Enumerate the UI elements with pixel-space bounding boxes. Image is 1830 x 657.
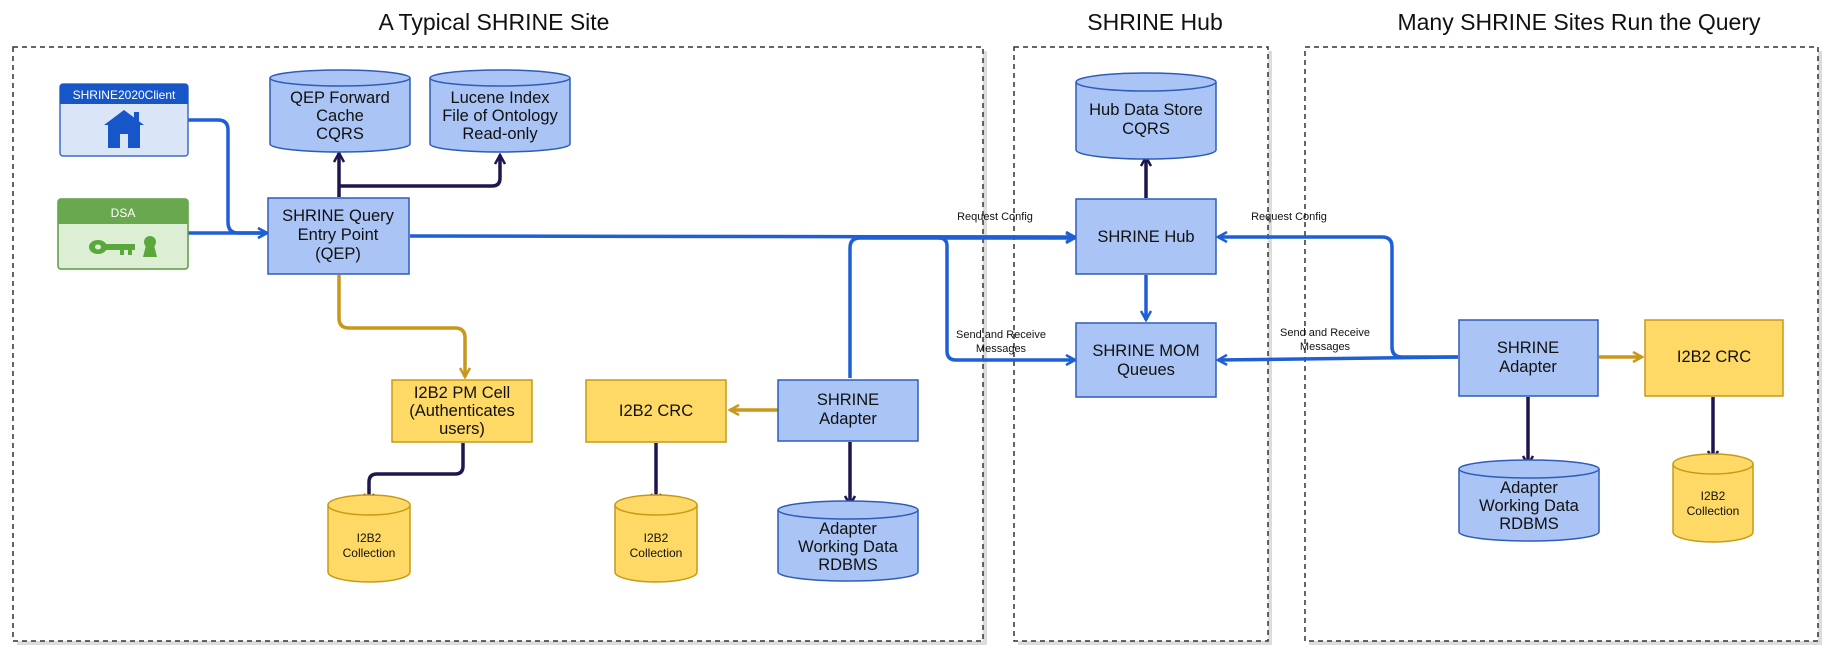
site-collection-1-db[interactable]: I2B2 Collection — [327, 494, 411, 583]
edge-qep-to-lucene — [339, 155, 500, 188]
shrine-hub-label: SHRINE Hub — [1097, 228, 1194, 246]
lucene-index-db[interactable]: Lucene Index File of Ontology Read-only — [429, 69, 571, 153]
site-adapter-db[interactable]: Adapter Working Data RDBMS — [777, 500, 919, 582]
remote-adapter-db-line-2: Working Data — [1479, 497, 1579, 515]
lucene-line-2: File of Ontology — [442, 107, 558, 125]
edge-remote-adapter-to-mom — [1218, 357, 1459, 360]
pm-cell-line-2: (Authenticates — [409, 402, 514, 420]
key-icon — [89, 236, 157, 257]
shrine-hub-node[interactable]: SHRINE Hub — [1075, 198, 1217, 275]
section-title-hub: SHRINE Hub — [1087, 9, 1222, 35]
site-crc-node[interactable]: I2B2 CRC — [585, 379, 727, 443]
site-collection-1-line-2: Collection — [343, 546, 396, 560]
site-collection-2-line-2: Collection — [630, 546, 683, 560]
edge-pm-cell-to-collection — [369, 443, 465, 503]
qep-cache-line-1: QEP Forward — [290, 89, 390, 107]
label-send-receive-left-2: Messages — [976, 343, 1027, 355]
label-send-receive-left-1: Send and Receive — [956, 329, 1046, 341]
pm-cell-line-3: users) — [439, 420, 485, 438]
site-adapter-db-line-2: Working Data — [798, 538, 898, 556]
remote-adapter-db[interactable]: Adapter Working Data RDBMS — [1458, 459, 1600, 542]
section-title-many-sites: Many SHRINE Sites Run the Query — [1397, 9, 1761, 35]
house-icon — [104, 110, 144, 148]
remote-crc-node[interactable]: I2B2 CRC — [1644, 319, 1784, 397]
site-collection-2-line-1: I2B2 — [644, 531, 669, 545]
remote-adapter-db-line-1: Adapter — [1500, 479, 1558, 497]
remote-adapter-node[interactable]: SHRINE Adapter — [1458, 319, 1599, 397]
edge-qep-to-pm-cell — [337, 275, 465, 377]
shrine-client-card[interactable]: SHRINE2020Client — [59, 83, 189, 157]
label-request-config-right: Request Config — [1251, 211, 1327, 223]
site-collection-1-line-1: I2B2 — [357, 531, 382, 545]
label-send-receive-right-2: Messages — [1300, 341, 1351, 353]
site-adapter-line-2: Adapter — [819, 410, 877, 428]
site-adapter-db-line-1: Adapter — [819, 520, 877, 538]
section-title-typical-site: A Typical SHRINE Site — [379, 9, 610, 35]
qep-cache-line-3: CQRS — [316, 125, 364, 143]
edge-site-to-mom — [938, 236, 1075, 360]
site-collection-2-db[interactable]: I2B2 Collection — [614, 494, 698, 583]
dsa-title: DSA — [111, 206, 136, 220]
remote-collection-db[interactable]: I2B2 Collection — [1672, 453, 1754, 543]
hub-data-store-db[interactable]: Hub Data Store CQRS — [1075, 72, 1217, 160]
site-crc-label: I2B2 CRC — [619, 402, 693, 420]
site-adapter-line-1: SHRINE — [817, 391, 879, 409]
mom-line-2: Queues — [1117, 361, 1175, 379]
qep-forward-cache-db[interactable]: QEP Forward Cache CQRS — [269, 69, 411, 153]
hub-store-line-1: Hub Data Store — [1089, 101, 1203, 119]
remote-collection-line-2: Collection — [1687, 504, 1740, 518]
remote-adapter-db-line-3: RDBMS — [1499, 515, 1559, 533]
remote-adapter-line-2: Adapter — [1499, 358, 1557, 376]
pm-cell-line-1: I2B2 PM Cell — [414, 384, 510, 402]
qep-line-3: (QEP) — [315, 245, 361, 263]
site-adapter-db-line-3: RDBMS — [818, 556, 878, 574]
pm-cell-node[interactable]: I2B2 PM Cell (Authenticates users) — [391, 379, 533, 443]
label-request-config-left: Request Config — [957, 211, 1033, 223]
mom-line-1: SHRINE MOM — [1092, 342, 1199, 360]
label-send-receive-right-1: Send and Receive — [1280, 327, 1370, 339]
qep-line-2: Entry Point — [298, 226, 379, 244]
edge-site-adapter-to-hub — [848, 238, 1075, 378]
remote-adapter-line-1: SHRINE — [1497, 339, 1559, 357]
qep-node[interactable]: SHRINE Query Entry Point (QEP) — [267, 197, 410, 275]
qep-line-1: SHRINE Query — [282, 207, 395, 225]
qep-cache-line-2: Cache — [316, 107, 364, 125]
lucene-line-3: Read-only — [462, 125, 538, 143]
hub-store-line-2: CQRS — [1122, 120, 1170, 138]
remote-collection-line-1: I2B2 — [1701, 489, 1726, 503]
remote-crc-label: I2B2 CRC — [1677, 348, 1751, 366]
site-adapter-node[interactable]: SHRINE Adapter — [777, 379, 919, 442]
mom-queues-node[interactable]: SHRINE MOM Queues — [1075, 322, 1217, 398]
hub-container — [1013, 46, 1272, 645]
dsa-card[interactable]: DSA — [57, 198, 189, 270]
lucene-line-1: Lucene Index — [450, 89, 550, 107]
shrine-client-title: SHRINE2020Client — [73, 88, 176, 102]
